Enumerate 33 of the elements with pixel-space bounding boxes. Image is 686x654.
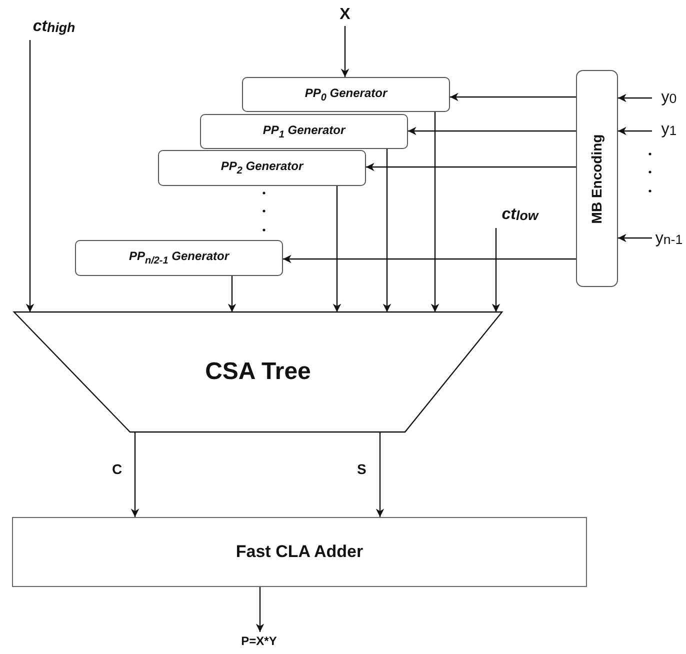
arrow — [130, 432, 140, 517]
arrow — [256, 587, 264, 632]
arrow — [382, 149, 392, 312]
arrow — [618, 126, 652, 136]
generator-box — [158, 150, 366, 186]
arrow — [228, 276, 236, 312]
generator-box — [242, 77, 450, 112]
arrow — [430, 112, 440, 312]
input-label: X — [335, 4, 355, 26]
csa-tree-trapezoid — [14, 312, 502, 432]
output-label: P=X*Y — [228, 632, 290, 650]
generator-box — [75, 240, 283, 276]
arrow — [492, 228, 500, 312]
arrow — [618, 94, 652, 102]
node-label: PP$_{n/2-1}$ Generator — [128, 249, 230, 267]
arrow — [340, 26, 350, 77]
arrow — [618, 234, 652, 242]
node-label: CSA Tree — [205, 358, 311, 386]
node-label: MB Encoding — [589, 134, 605, 224]
arrow — [283, 254, 576, 264]
arrow — [376, 432, 384, 517]
node-label: PP$_{1}$ Generator — [262, 122, 346, 140]
arrow — [408, 126, 576, 136]
arrow — [366, 162, 576, 172]
node-label: PP$_{0}$ Generator — [304, 86, 388, 104]
node-label: PP$_{2}$ Generator — [220, 159, 304, 177]
generator-box — [200, 114, 408, 149]
adder-box — [12, 517, 587, 587]
arrow — [332, 186, 342, 312]
arrow — [26, 40, 34, 312]
arrow — [450, 92, 576, 102]
node-label: Fast CLA Adder — [236, 542, 364, 562]
encoder-box — [576, 70, 618, 287]
